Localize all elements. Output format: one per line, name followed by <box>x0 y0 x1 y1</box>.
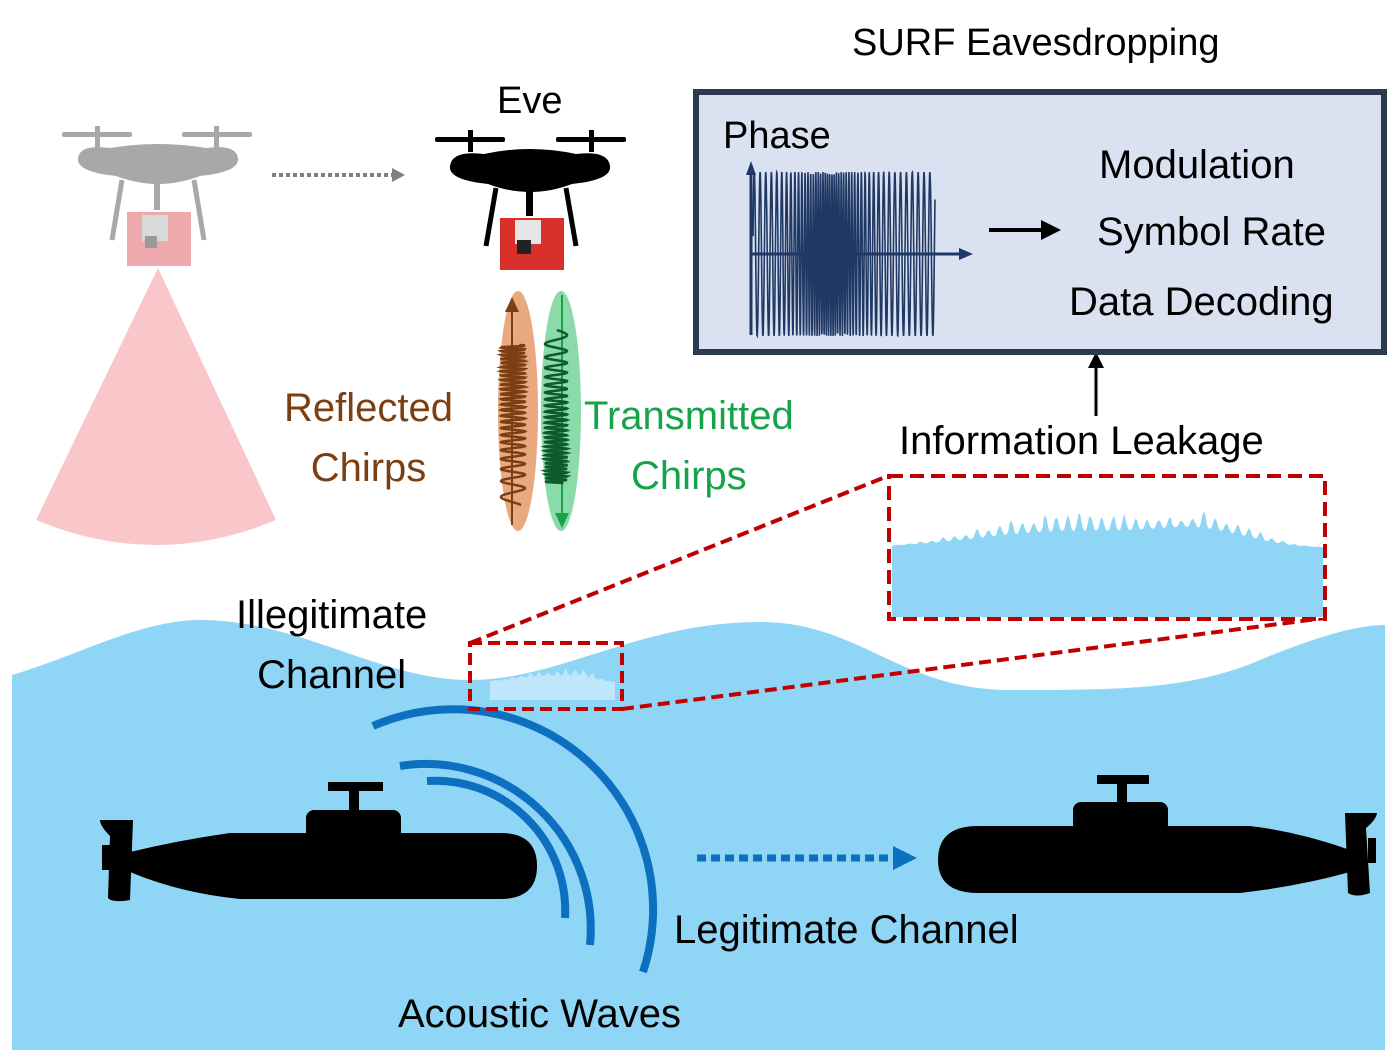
transmitted-chirps-line1: Transmitted <box>584 394 794 438</box>
legitimate-channel-label: Legitimate Channel <box>674 908 1019 952</box>
receiver-submarine-icon <box>938 775 1377 896</box>
eve-label: Eve <box>497 80 563 122</box>
diagram-title: SURF Eavesdropping <box>852 22 1220 64</box>
illegitimate-leak-box <box>468 641 624 711</box>
information-leakage-box <box>887 474 1327 621</box>
output-data-decoding: Data Decoding <box>1069 280 1334 324</box>
illegitimate-channel-label: Illegitimate Channel <box>236 585 427 705</box>
output-symbol-rate: Symbol Rate <box>1097 210 1326 254</box>
eve-drone-icon <box>435 130 626 270</box>
zoom-line-bottom <box>621 616 1326 711</box>
acoustic-waves-label: Acoustic Waves <box>398 992 682 1036</box>
illegitimate-channel-line1: Illegitimate <box>236 593 428 637</box>
illegitimate-channel-line2: Channel <box>257 653 407 697</box>
water-body <box>12 620 1385 1050</box>
information-leakage-label: Information Leakage <box>899 419 1264 463</box>
small-leakage-signal <box>490 668 615 700</box>
transmitted-chirp-wave <box>540 328 572 485</box>
phase-axis-label: Phase <box>723 115 831 157</box>
ghost-drone-icon <box>62 126 252 266</box>
transmitted-chirps-label: Transmitted Chirps <box>584 386 794 506</box>
phase-chirp-plot <box>746 161 973 339</box>
reflected-chirps-line2: Chirps <box>310 446 427 490</box>
output-modulation: Modulation <box>1099 143 1295 187</box>
acoustic-waves-icon <box>371 705 658 974</box>
information-leakage-signal <box>892 512 1323 617</box>
radar-cone <box>36 268 276 545</box>
transmitter-submarine-icon <box>100 782 537 902</box>
zoom-line-top <box>469 474 889 645</box>
transmitted-chirps-line2: Chirps <box>631 454 747 498</box>
analysis-arrow <box>989 220 1061 240</box>
phase-chirp-wave <box>752 169 936 339</box>
reflected-chirps-line1: Reflected <box>284 386 453 430</box>
surf-eavesdropping-box: Phase Modulation Symbol Rate Data Decodi… <box>693 89 1387 355</box>
reflected-chirps-label: Reflected Chirps <box>284 378 453 498</box>
reflected-chirp-wave <box>496 343 530 507</box>
